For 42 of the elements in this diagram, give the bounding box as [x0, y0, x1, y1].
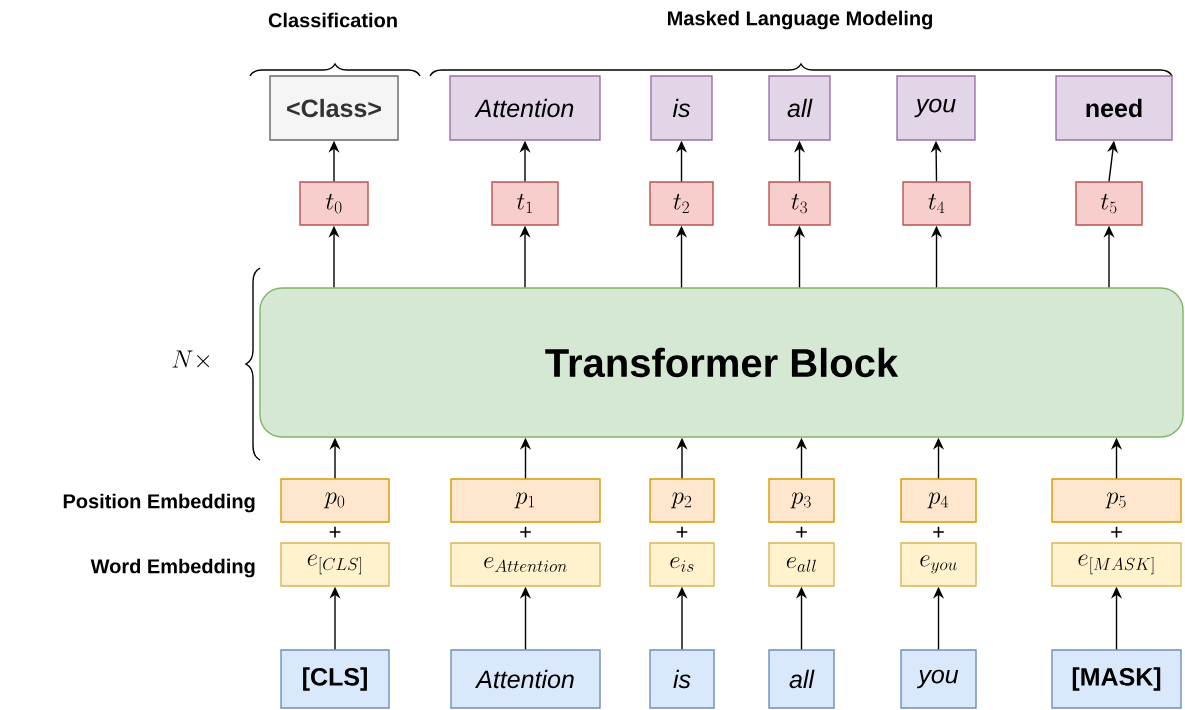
input-token-box: you [900, 649, 977, 709]
output-vector-box: $t_5$ [1075, 181, 1143, 226]
output-vector-box: $t_1$ [491, 181, 559, 226]
output-vector-box: $t_3$ [768, 181, 831, 226]
plus-sign: + [520, 526, 531, 538]
word-embedding-box: $e_{Attention}$ [450, 542, 601, 587]
output-vector-box: $t_4$ [902, 181, 971, 226]
row-label: Position Embedding [63, 493, 255, 513]
output-box: need [1055, 75, 1173, 141]
output-box: all [768, 75, 831, 141]
input-token-box: all [768, 649, 835, 709]
transformer-block: Transformer Block [259, 287, 1184, 438]
plus-sign: + [329, 526, 341, 538]
input-token-box: [MASK] [1051, 649, 1182, 709]
position-embedding-box: $p_3$ [768, 478, 835, 523]
output-vector-box: $t_0$ [299, 181, 369, 226]
plus-sign: + [933, 526, 944, 538]
group-label: Classification [268, 12, 397, 28]
output-box: is [650, 75, 713, 141]
group-label: Masked Language Modeling [668, 10, 932, 30]
plus-sign: + [796, 526, 807, 538]
input-token-box: is [649, 649, 715, 709]
output-vector-box: $t_2$ [649, 181, 714, 226]
repeat-label: $N\times$ [172, 350, 210, 368]
word-embedding-box: $e_{is}$ [649, 542, 715, 587]
position-embedding-box: $p_5$ [1051, 478, 1182, 523]
row-label: Word Embedding [90, 558, 255, 578]
word-embedding-box: $e_{[MASK]}$ [1051, 542, 1182, 587]
input-token-box: [CLS] [280, 649, 390, 709]
position-embedding-box: $p_1$ [450, 478, 601, 523]
input-token-box: Attention [450, 649, 601, 709]
position-embedding-box: $p_4$ [900, 478, 977, 523]
word-embedding-box: $e_{you}$ [900, 542, 977, 587]
word-embedding-box: $e_{all}$ [768, 542, 835, 587]
plus-sign: + [676, 526, 688, 538]
output-box: Attention [449, 75, 601, 141]
output-box: you [896, 75, 976, 141]
position-embedding-box: $p_0$ [280, 478, 390, 523]
word-embedding-box: $e_{[CLS]}$ [280, 542, 390, 587]
plus-sign: + [1111, 526, 1122, 538]
output-box: <Class> [269, 75, 399, 141]
position-embedding-box: $p_2$ [649, 478, 715, 523]
